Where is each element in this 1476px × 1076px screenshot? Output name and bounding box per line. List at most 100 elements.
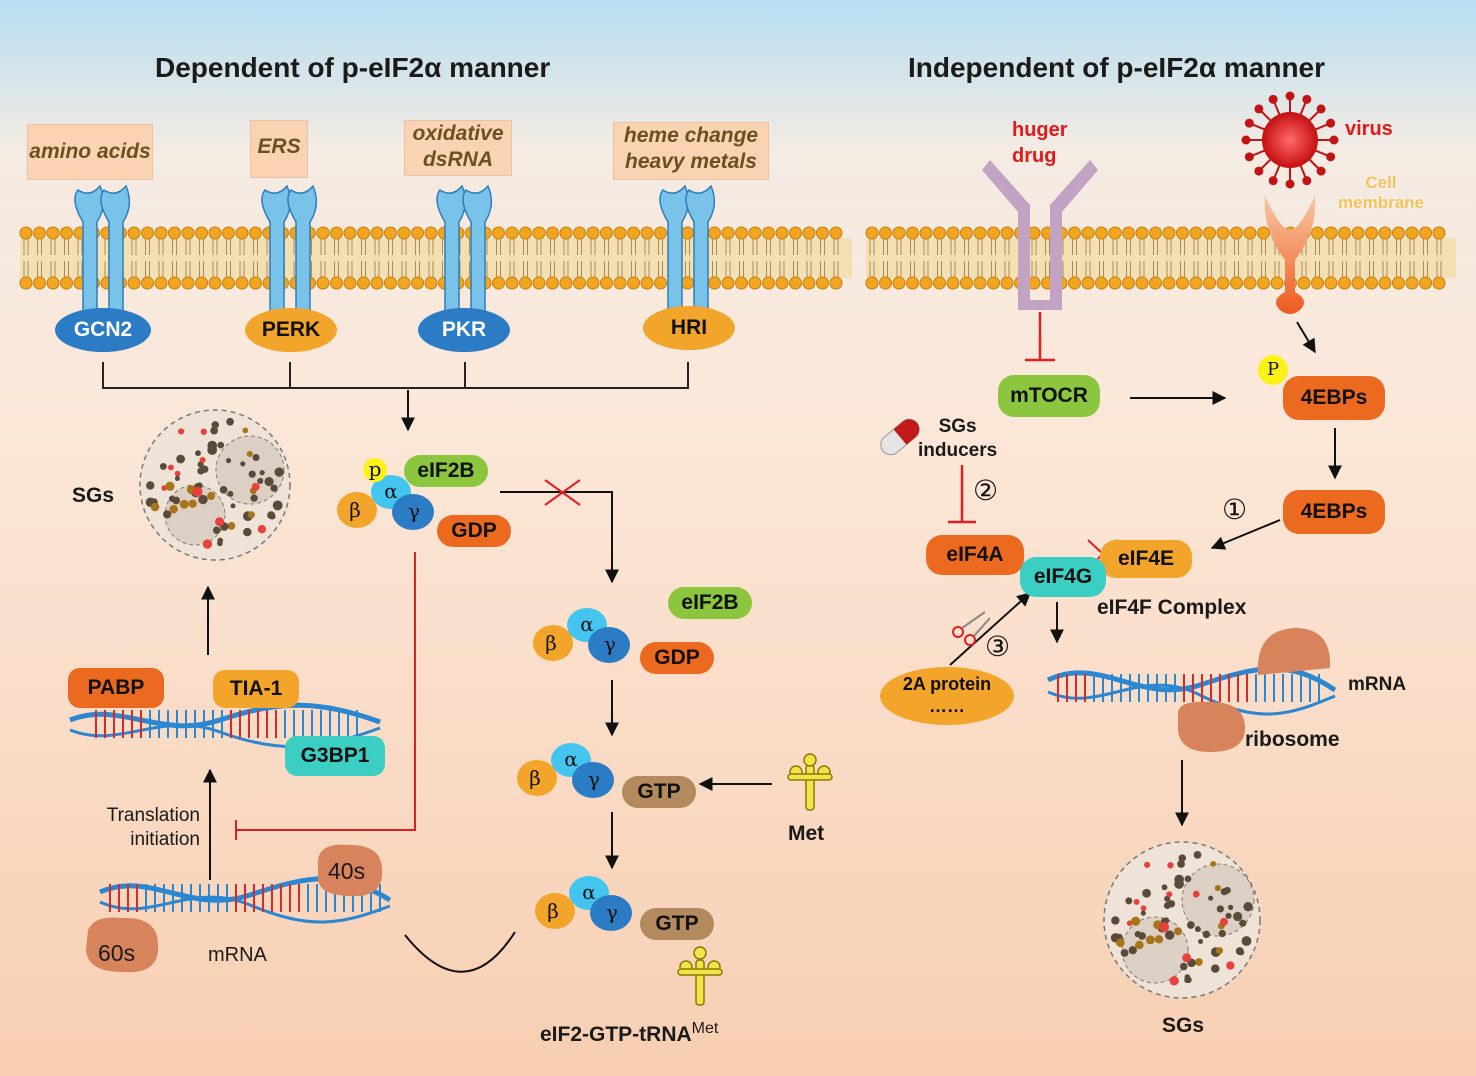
alpha-subunit-label: α xyxy=(384,479,398,503)
gamma-subunit-label: γ xyxy=(606,900,618,924)
arrow-channel-4ebps xyxy=(1296,321,1316,354)
membrane-word: membrane xyxy=(1338,193,1424,212)
kinase-perk: PERK xyxy=(245,308,337,352)
kinase-receptors xyxy=(74,184,716,313)
sg-inducers-label: SGs inducers xyxy=(918,415,997,463)
stimulus-amino-acids: amino acids xyxy=(27,124,153,180)
mrna-label-right: mRNA xyxy=(1348,674,1407,695)
sgs-label-right: SGs xyxy=(1162,1014,1205,1037)
inhibition-mtocr xyxy=(1025,312,1055,362)
left-title: Dependent of p-eIF2α manner xyxy=(155,52,551,83)
virus-icon xyxy=(1241,91,1339,189)
drug-word: drug xyxy=(1012,145,1057,167)
initiation-word: initiation xyxy=(130,829,200,850)
label-40s: 40s xyxy=(328,858,366,884)
beta-subunit-label: β xyxy=(349,498,361,522)
inducers-word: inducers xyxy=(918,440,998,461)
label-60s: 60s xyxy=(98,940,136,966)
pabp-box: PABP xyxy=(68,668,164,708)
eif4a-box: eIF4A xyxy=(926,535,1024,575)
step-2: ② xyxy=(973,474,999,507)
inhibition-line-left xyxy=(235,552,416,840)
cell-word: Cell xyxy=(1365,173,1397,192)
left-membrane xyxy=(19,226,852,290)
huger-drug-label: huger drug xyxy=(1012,117,1068,169)
gamma-subunit-label: γ xyxy=(604,632,616,656)
virus-label: virus xyxy=(1345,118,1393,140)
label-ternary-complex: eIF2-GTP-tRNAMet xyxy=(540,1020,718,1047)
arrow-4ebps-eif4e xyxy=(1210,519,1281,550)
eif2-complex: βαγ xyxy=(533,608,630,663)
4ebps-phospho-box: 4EBPs xyxy=(1283,376,1385,420)
beta-subunit-label: β xyxy=(529,766,541,790)
phospho-badge: p xyxy=(369,457,382,481)
blocked-exchange-arrow xyxy=(500,479,619,584)
stimulus-ers: ERS xyxy=(250,120,308,178)
huger-word: huger xyxy=(1012,119,1068,141)
right-membrane xyxy=(865,226,1456,290)
ribosome-large xyxy=(1257,628,1331,675)
cell-membrane-label: Cell membrane xyxy=(1338,173,1424,213)
stimulus-metals: heavy metals xyxy=(625,150,757,173)
label-mrna-left: mRNA xyxy=(208,944,267,966)
alpha-subunit-label: α xyxy=(580,612,594,636)
membrane-channel xyxy=(1264,195,1316,314)
4ebps-box: 4EBPs xyxy=(1283,490,1385,534)
ternary-main: eIF2-GTP-tRNA xyxy=(540,1023,692,1046)
kinase-gcn2: GCN2 xyxy=(55,308,151,352)
mtocr-box: mTOCR xyxy=(998,375,1100,417)
eif2b-box-2: eIF2B xyxy=(668,587,752,619)
step-1: ① xyxy=(1222,493,1248,526)
eif4e-box: eIF4E xyxy=(1100,540,1192,578)
gdp-box-2: GDP xyxy=(640,642,714,674)
beta-subunit-label: β xyxy=(547,899,559,923)
inhibition-eif4a xyxy=(948,465,976,524)
trna-met xyxy=(677,753,833,1006)
stimulus-oxidative: oxidative xyxy=(412,122,504,145)
scissors-icon xyxy=(952,611,991,646)
ribosome-small xyxy=(1178,701,1245,752)
beta-subunit-label: β xyxy=(545,631,557,655)
gtp-box-2: GTP xyxy=(640,908,714,940)
ternary-sup: Met xyxy=(691,1020,719,1037)
alpha-subunit-label: α xyxy=(564,747,578,771)
translation-initiation-label: Translation initiation xyxy=(100,804,200,852)
subunit-60s xyxy=(86,917,159,973)
kinase-hri: HRI xyxy=(643,306,735,350)
alpha-subunit-label: α xyxy=(582,880,596,904)
gamma-subunit-label: γ xyxy=(588,767,600,791)
eif4f-complex-label: eIF4F Complex xyxy=(1097,596,1247,619)
2a-dots: …… xyxy=(929,696,965,716)
arrow-2a-eif4g xyxy=(949,592,1032,666)
ribosome-label: ribosome xyxy=(1245,728,1340,751)
eif2-complex: βαγ p xyxy=(337,457,434,530)
2a-protein-ellipse: 2A protein …… xyxy=(880,667,1014,725)
2a-protein-label: 2A protein xyxy=(902,674,992,694)
sgs-granule-right xyxy=(1103,841,1261,999)
sgs-label-left: SGs xyxy=(72,484,115,507)
stimulus-dsrna: dsRNA xyxy=(422,148,493,171)
phospho-badge-right: P xyxy=(1258,355,1288,385)
kinase-pkr: PKR xyxy=(418,308,510,352)
sgs-word: SGs xyxy=(938,416,977,437)
stimulus-heme-metals: heme change heavy metals xyxy=(613,122,769,180)
eif2-complex: βαγ xyxy=(535,876,632,931)
eif2-complex: βαγ xyxy=(517,743,614,798)
tia1-box: TIA-1 xyxy=(213,670,299,708)
step-3: ③ xyxy=(985,630,1011,663)
gdp-box-1: GDP xyxy=(437,515,511,547)
translation-word: Translation xyxy=(106,805,200,826)
ribosome-curve xyxy=(404,931,516,973)
label-met: Met xyxy=(788,822,825,845)
eif2b-box-1: eIF2B xyxy=(404,455,488,487)
g3bp1-box: G3BP1 xyxy=(285,736,385,776)
gtp-box-1: GTP xyxy=(622,776,696,808)
eif4g-box: eIF4G xyxy=(1020,557,1106,597)
sgs-granule-left xyxy=(139,409,291,561)
subunit-40s xyxy=(318,844,383,897)
stimulus-heme: heme change xyxy=(623,124,759,147)
right-title: Independent of p-eIF2α manner xyxy=(908,52,1326,83)
capsule-icon xyxy=(880,418,920,456)
gamma-subunit-label: γ xyxy=(408,499,420,523)
